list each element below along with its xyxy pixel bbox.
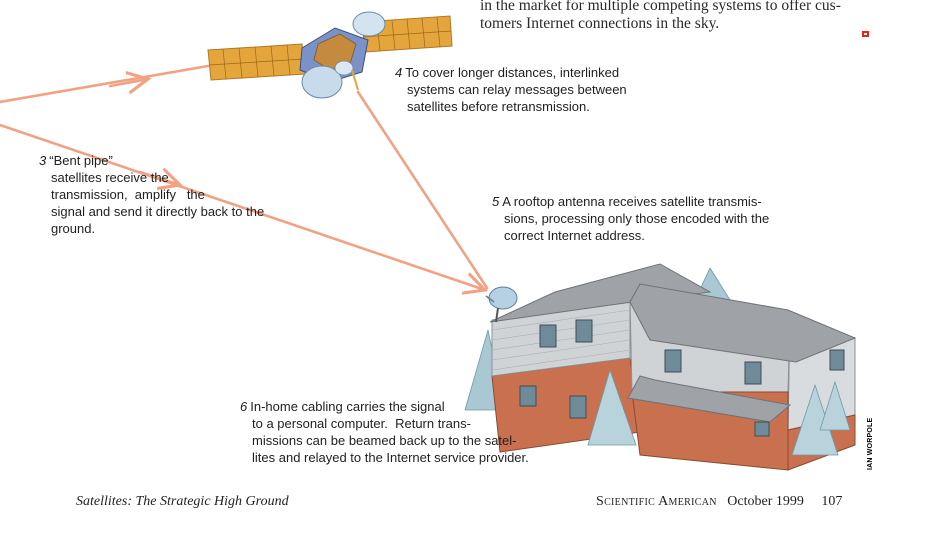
signal-beams [0, 64, 489, 290]
caption-line: correct Internet address. [504, 228, 645, 243]
caption-line: lites and relayed to the Internet servic… [252, 450, 529, 465]
caption-line: signal and send it directly back to the [51, 204, 265, 219]
satellite-illustration [207, 11, 453, 99]
tree [587, 368, 851, 456]
solar-panel-left [207, 43, 306, 81]
caption-line: In-home cabling carries the signal [250, 399, 445, 414]
intro-line: tomers Internet connections in the sky. [480, 15, 720, 32]
roof [489, 263, 712, 323]
beam-uplink [0, 64, 210, 104]
end-of-article-icon [862, 31, 869, 37]
beam-downlink [356, 90, 489, 290]
footer-date: October 1999 [727, 494, 804, 509]
caption-line: satellites receive the [51, 170, 169, 185]
caption-line: ground. [51, 221, 96, 236]
caption-line: To cover longer distances, interlinked [405, 65, 620, 80]
caption-number: 3 [39, 153, 47, 168]
caption-line: satellites before retransmission. [407, 99, 590, 114]
caption-number: 6 [240, 399, 248, 414]
caption-line: A rooftop antenna receives satellite tra… [502, 194, 762, 209]
window [519, 319, 845, 437]
caption-line: “Bent pipe” [49, 153, 113, 168]
caption-line: missions can be beamed back up to the sa… [252, 433, 517, 448]
caption-number: 5 [492, 194, 500, 209]
caption-3: 3“Bent pipe” satellites receive the tran… [39, 152, 264, 237]
satellite-body [299, 11, 386, 99]
page-number: 107 [821, 494, 843, 509]
caption-line: to a personal computer. Return trans- [252, 416, 471, 431]
caption-line: transmission, amplify the [51, 187, 205, 202]
intro-line: in the market for multiple competing sys… [480, 0, 841, 14]
footer-article-title: Satellites: The Strategic High Ground [76, 494, 289, 509]
beam-bent-pipe [0, 123, 485, 290]
dish-antenna [485, 286, 518, 323]
caption-line: sions, processing only those encoded wit… [504, 211, 770, 226]
caption-line: systems can relay messages between [407, 82, 627, 97]
footer-magazine: Scientific American [596, 494, 717, 509]
house-illustration [464, 263, 857, 471]
illustrator-credit: IAN WORPOLE [867, 417, 874, 470]
caption-number: 4 [395, 65, 403, 80]
footer-publication: Scientific American October 1999 107 [596, 494, 842, 510]
